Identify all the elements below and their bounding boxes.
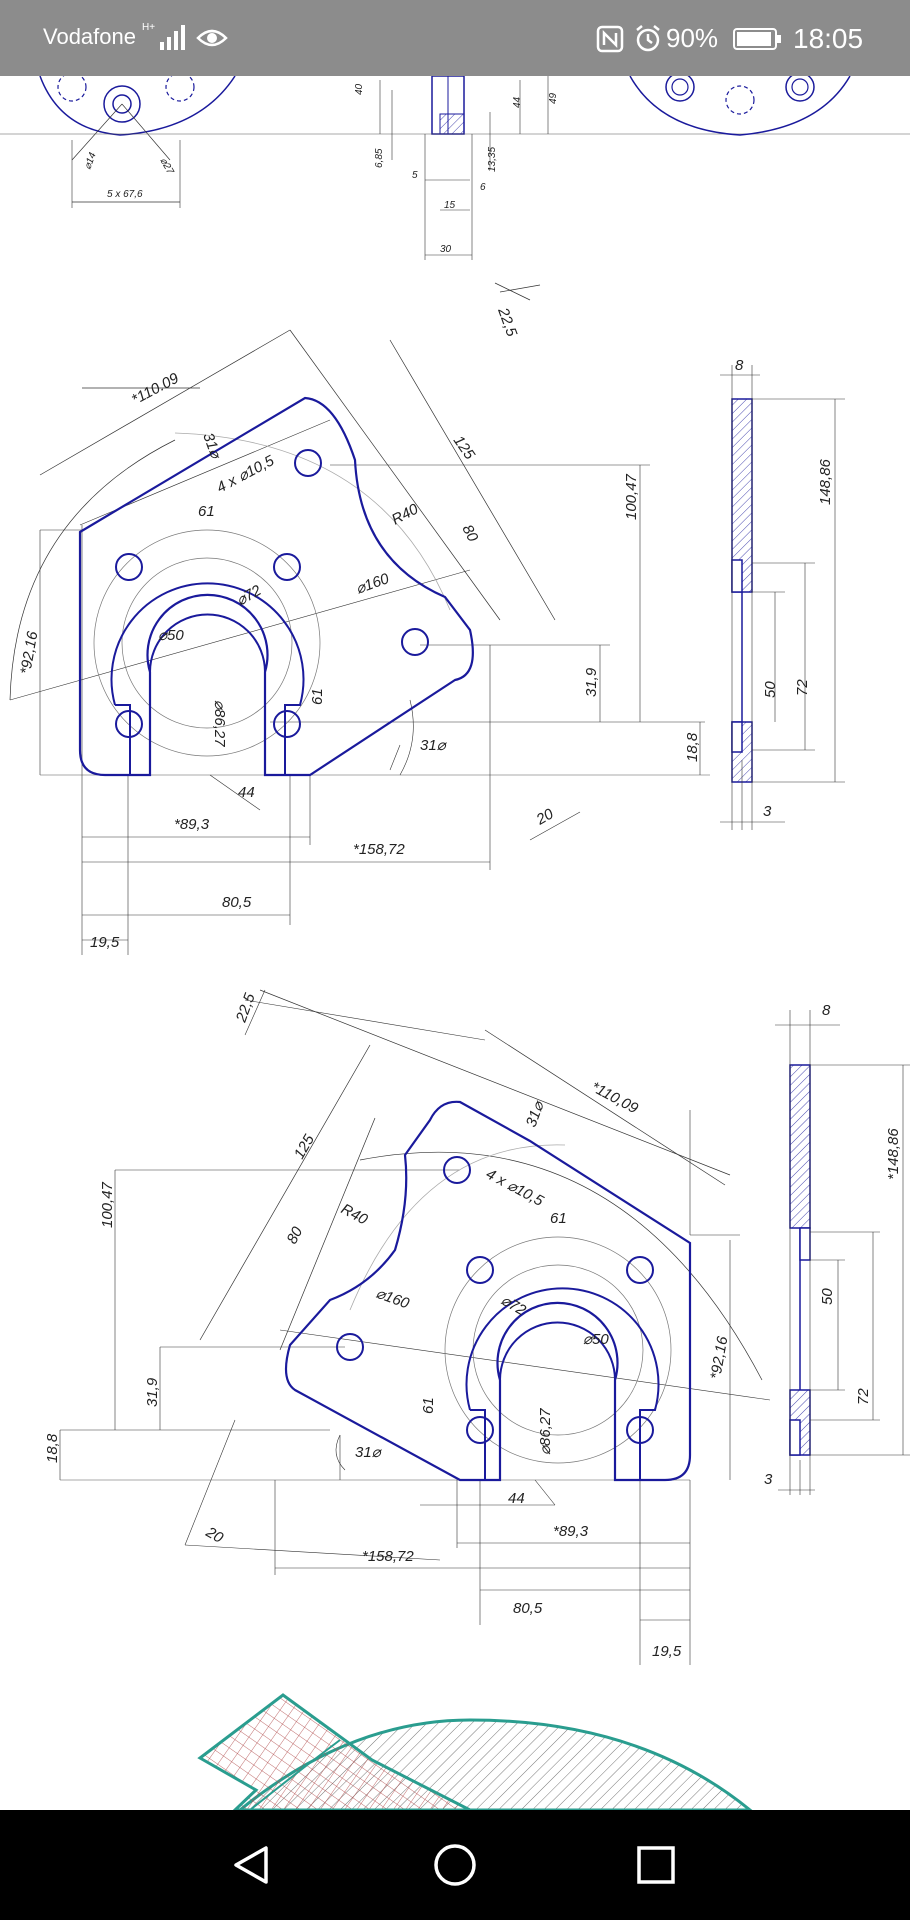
- status-bar: Vodafone H+ 90% 18:05: [0, 0, 910, 76]
- view1-dim-17: 18,8: [684, 732, 701, 762]
- home-icon: [434, 1844, 476, 1886]
- view1-dim-15: 31,9: [583, 667, 600, 697]
- view1-dim-23: 19,5: [90, 934, 120, 951]
- view1-side-2: 50: [762, 681, 779, 698]
- view1-dim-13: 61: [309, 688, 326, 705]
- view1-side-1: 148,86: [817, 458, 834, 505]
- view2-side-2: 50: [819, 1288, 836, 1305]
- recent-apps-button[interactable]: [627, 1840, 687, 1890]
- view1-dim-22: 80,5: [222, 894, 252, 911]
- view2-dim-14: 61: [420, 1397, 437, 1414]
- top-strip-dim-7: 13,35: [487, 147, 498, 172]
- top-strip-dim-10: 15: [444, 200, 456, 211]
- view1-dim-20: *89,3: [174, 816, 210, 833]
- top-strip: ⌀14 ⌀27 5 x 67,6 40 44 49 6,85 13,35 5 6…: [0, 76, 910, 260]
- view2-dim-6: R40: [338, 1201, 371, 1229]
- view2-dim-5: 100,47: [99, 1181, 116, 1228]
- back-button[interactable]: [222, 1840, 282, 1890]
- view1-side-4: 3: [763, 803, 772, 820]
- view1-dim-11: ⌀50: [158, 627, 184, 644]
- view2-side-0: 8: [822, 1002, 831, 1019]
- view1-dim-21: *158,72: [353, 841, 405, 858]
- view2-dim-4: 4 x ⌀10,5: [483, 1166, 547, 1211]
- view1-dim-7: 80: [458, 522, 481, 545]
- network-type: H+: [142, 22, 155, 33]
- view2: 22,5 *110,09 31⌀ 125 4 x ⌀10,5 100,47 R4…: [44, 989, 910, 1665]
- top-strip-dim-1: ⌀27: [157, 156, 175, 177]
- battery-icon: [733, 28, 781, 50]
- clock: 18:05: [793, 23, 864, 54]
- view1: 22,5 *110.09 31⌀ 4 x ⌀10,5 125 100,47 R4…: [9, 282, 845, 955]
- eye-icon: [196, 29, 228, 47]
- home-button[interactable]: [425, 1840, 485, 1890]
- view2-dim-21: *158,72: [362, 1548, 414, 1565]
- view2-dim-17: 31⌀: [355, 1444, 383, 1461]
- top-strip-dim-0: ⌀14: [82, 151, 98, 171]
- view2-dim-1: *110,09: [588, 1079, 641, 1118]
- view1-dim-18: 44: [238, 784, 255, 801]
- view1-dim-0: 22,5: [494, 305, 521, 340]
- view2-dim-3: 125: [291, 1131, 319, 1162]
- view1-dim-4: 125: [450, 433, 479, 464]
- view1-dim-3: 4 x ⌀10,5: [214, 452, 278, 497]
- battery-percent: 90%: [666, 23, 719, 53]
- view2-dim-11: ⌀50: [583, 1331, 609, 1348]
- view1-dim-12: *92,16: [17, 629, 41, 675]
- view2-side-3: 72: [855, 1388, 872, 1405]
- view1-dim-6: R40: [389, 500, 422, 528]
- view2-dim-8: 80: [284, 1224, 307, 1247]
- nfc-icon: [596, 25, 624, 53]
- view1-side-0: 8: [735, 357, 744, 374]
- technical-drawing: ⌀14 ⌀27 5 x 67,6 40 44 49 6,85 13,35 5 6…: [0, 76, 910, 1810]
- view1-dim-16: 31⌀: [420, 737, 448, 754]
- carrier-name: Vodafone: [43, 24, 136, 49]
- view1-dim-8: 61: [198, 503, 215, 520]
- view2-dim-7: 61: [550, 1210, 567, 1227]
- view2-dim-0: 22,5: [232, 991, 259, 1026]
- view2-dim-22: 80,5: [513, 1600, 543, 1617]
- view2-side-1: *148,86: [885, 1128, 902, 1180]
- view1-dim-14: ⌀86,27: [211, 700, 228, 747]
- view2-dim-15: ⌀86,27: [537, 1408, 554, 1455]
- drawing-canvas: ⌀14 ⌀27 5 x 67,6 40 44 49 6,85 13,35 5 6…: [0, 76, 910, 1810]
- view2-dim-13: 31,9: [144, 1377, 161, 1407]
- view1-dim-5: 100,47: [623, 473, 640, 520]
- back-icon: [234, 1846, 268, 1884]
- top-strip-dim-4: 44: [512, 96, 523, 108]
- view2-dim-19: 20: [202, 1523, 226, 1547]
- view1-side-3: 72: [794, 679, 811, 696]
- top-strip-dim-5: 49: [548, 92, 559, 104]
- view2-dim-12: *92,16: [707, 1334, 731, 1380]
- alarm-icon: [636, 25, 660, 52]
- view1-dim-9: ⌀72: [234, 582, 265, 610]
- navigation-bar: [0, 1810, 910, 1920]
- view2-dim-20: *89,3: [553, 1523, 589, 1540]
- view2-dim-23: 19,5: [652, 1643, 682, 1660]
- top-strip-dim-6: 6,85: [374, 148, 385, 168]
- top-strip-dim-3: 40: [354, 83, 365, 95]
- view1-dim-1: *110.09: [129, 369, 182, 408]
- recent-apps-icon: [637, 1846, 675, 1884]
- signal-icon: H+: [142, 22, 185, 50]
- view2-dim-9: ⌀160: [374, 1285, 412, 1313]
- view2-dim-18: 44: [508, 1490, 525, 1507]
- view1-dim-19: 20: [533, 805, 557, 829]
- top-strip-dim-9: 6: [480, 182, 486, 193]
- view2-side-4: 3: [764, 1471, 773, 1488]
- top-strip-dim-8: 5: [412, 170, 418, 181]
- top-strip-dim-11: 30: [440, 244, 452, 255]
- top-strip-dim-2: 5 x 67,6: [107, 189, 143, 200]
- next-drawing-preview: [197, 1693, 753, 1810]
- view2-dim-16: 18,8: [44, 1433, 61, 1463]
